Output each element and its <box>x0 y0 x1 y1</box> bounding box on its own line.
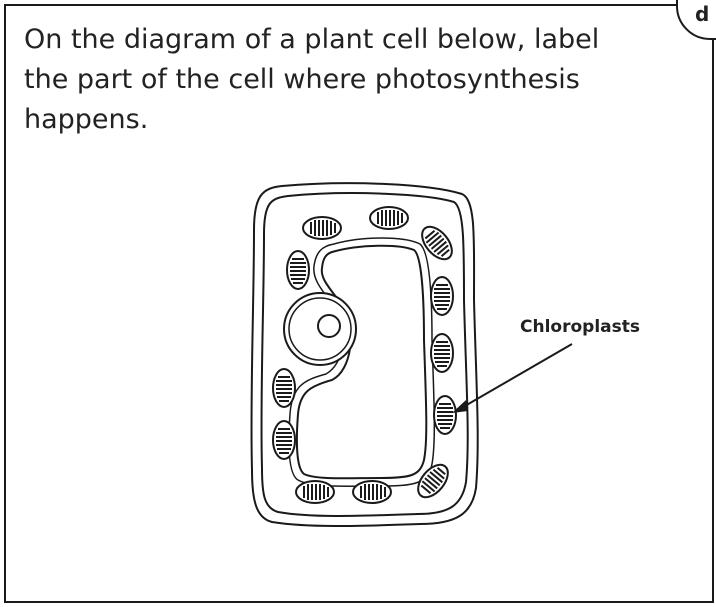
chloroplast <box>296 481 334 503</box>
chloroplast <box>303 217 341 239</box>
chloroplast <box>416 221 457 264</box>
chloroplast <box>431 334 453 372</box>
chloroplast <box>287 251 309 289</box>
nucleolus <box>318 315 340 337</box>
chloroplasts-label: Chloroplasts <box>520 317 640 337</box>
chloroplast <box>353 481 391 503</box>
chloroplast <box>434 396 456 434</box>
chloroplast <box>412 459 453 502</box>
chloroplast <box>273 369 295 407</box>
chloroplast <box>431 277 453 315</box>
chloroplast <box>273 421 295 459</box>
chloroplast <box>370 207 408 229</box>
